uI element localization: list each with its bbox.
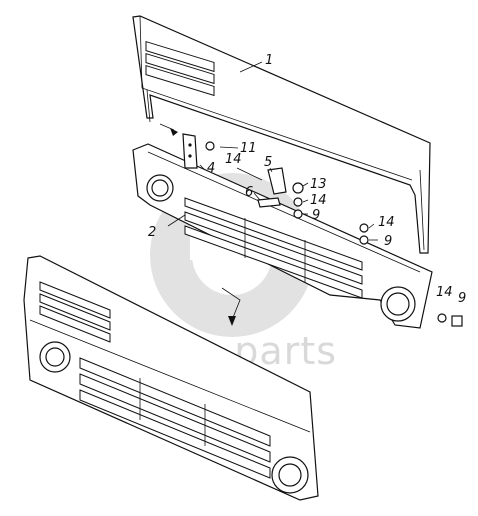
callout-1: 1	[265, 53, 273, 68]
leader-lines	[159, 61, 378, 326]
bolt-9a	[293, 209, 303, 219]
callout-9c: 9	[458, 291, 466, 306]
washer-14a	[293, 197, 303, 207]
washer-14b	[359, 223, 369, 233]
small-plate	[257, 197, 281, 208]
callout-2: 2	[148, 225, 156, 240]
upper-grille-slats	[184, 197, 363, 299]
callout-14c: 14	[378, 215, 395, 230]
bolt-9c	[451, 315, 463, 327]
lower-grille-slats	[79, 357, 271, 479]
callout-13: 13	[310, 177, 327, 192]
callout-14b: 14	[310, 193, 327, 208]
washer-14c	[437, 313, 447, 323]
callout-9b: 9	[384, 234, 392, 249]
callout-14a: 14	[225, 152, 242, 167]
hinge-bracket	[182, 133, 198, 169]
lower-vent-louvers	[39, 281, 111, 343]
bolt-11	[205, 141, 215, 151]
assembled-grille	[23, 255, 319, 501]
upper-top-panel	[132, 15, 431, 254]
nut-13	[292, 182, 304, 194]
bolt-9b	[359, 235, 369, 245]
callout-11: 11	[240, 141, 257, 156]
callout-9a: 9	[312, 208, 320, 223]
callout-4: 4	[207, 161, 215, 176]
upper-radiator-grille	[132, 143, 433, 329]
callout-6: 6	[245, 185, 253, 200]
latch-plate	[267, 167, 287, 195]
fasteners	[205, 141, 463, 327]
callout-5: 5	[264, 155, 272, 170]
upper-vent-louvers	[145, 40, 215, 97]
callout-14d: 14	[436, 285, 453, 300]
callout-labels: 1 2 4 11 14 5 6 13 14 9 14 9 14 9	[148, 53, 466, 306]
